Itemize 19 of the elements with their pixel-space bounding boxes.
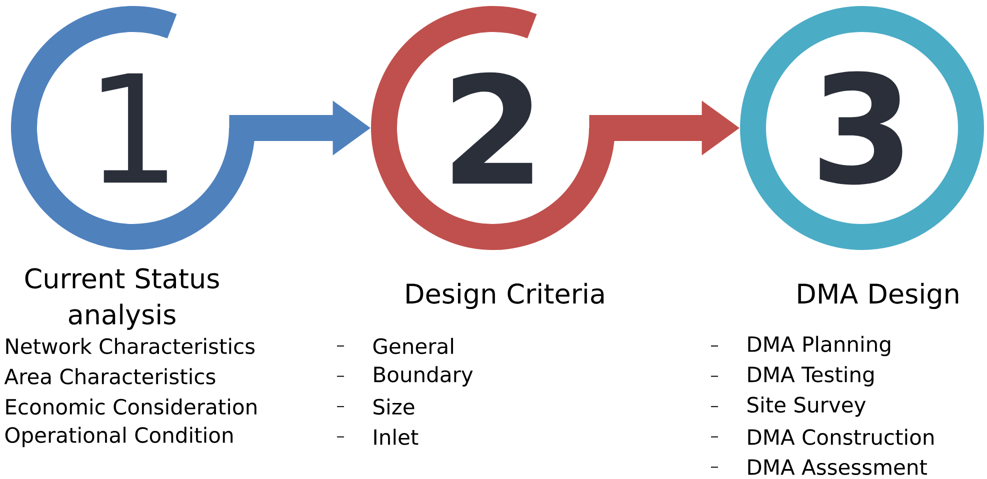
list-item: DMA Assessment (748, 459, 927, 475)
list-item: DMA Construction (748, 428, 934, 446)
ring-step: 3 (740, 6, 984, 250)
ring-step: 1 (11, 6, 255, 250)
list-item: Operational Condition (5, 426, 233, 448)
list-item: Network Characteristics (6, 338, 255, 354)
list-item: Economic Consideration (6, 398, 256, 415)
step-title: DMA Design (798, 282, 958, 310)
step-title: Design Criteria (406, 282, 604, 310)
list-item: DMA Testing (748, 366, 874, 386)
list-item: Area Characteristics (4, 368, 216, 384)
list-item: Size (374, 398, 414, 415)
list-item: Site Survey (748, 396, 866, 417)
list-item: General (373, 338, 453, 354)
list-item: DMA Planning (748, 336, 890, 356)
list-item: Boundary (374, 366, 473, 386)
step-title: Current Status analysis (25, 268, 219, 330)
ring-step: 2 (371, 6, 615, 250)
list-item: Inlet (374, 428, 418, 446)
